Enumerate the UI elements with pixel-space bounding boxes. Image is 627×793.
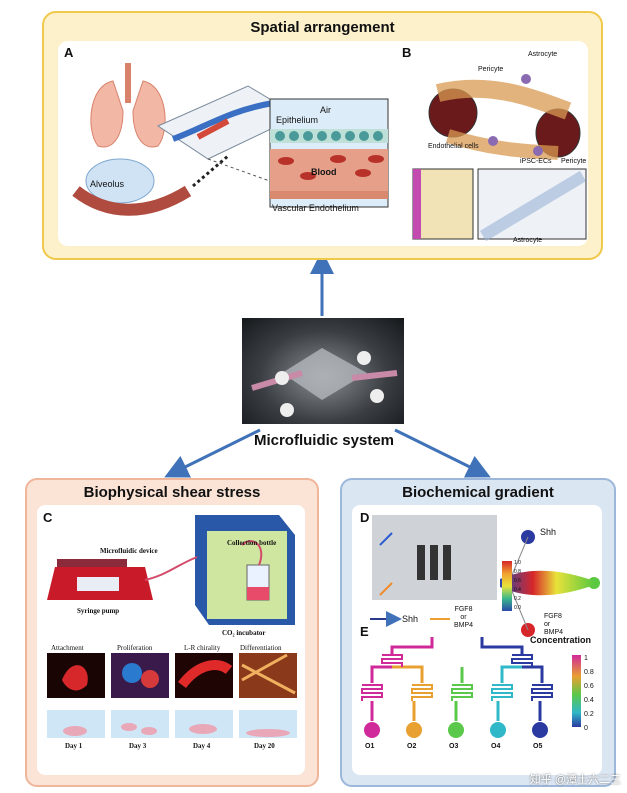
gradient-tree-network [370,637,544,721]
concentration-colorbar [572,655,581,727]
panel-c-letter: C [43,510,53,525]
fgf8-bmp4-right-label: FGF8 or BMP4 [544,613,563,637]
lung-left-icon [90,80,124,148]
blood-label: Blood [311,167,337,177]
panel-d-letter: D [360,510,370,525]
pericyte-label: Pericyte [478,66,504,73]
scale-e-0: 1 [584,655,588,662]
outlet-label-o2: O2 [407,743,417,750]
panel-b-letter: B [402,45,412,60]
shear-title: Biophysical shear stress [83,484,261,501]
day-3: Day 3 [129,742,147,750]
vessel-icon [72,185,192,216]
scale-d-4: 0.2 [514,596,521,602]
scale-d-2: 0.6 [514,578,521,584]
outlet-label-o3: O3 [449,743,459,750]
astrocyte-label-2: Astrocyte [513,237,543,244]
shear-stress-panel: Biophysical shear stress C [25,478,319,787]
gradient-fan [500,570,594,596]
gradient-inner: D [352,505,602,775]
syringe-pump-label: Syringe pump [77,607,120,615]
arrow-left [164,428,261,478]
shear-inner: C Microfluidic device [37,505,305,775]
shear-setup-illustration [47,515,297,738]
endothelial-cells-label: Endothelial cells [428,143,479,150]
vascular-endothelium-label: Vascular Endothelium [272,203,359,213]
shh-arrow-label: Shh [402,614,419,624]
microfluidic-device-label: Microfluidic device [100,547,158,555]
microfluidic-system-label: Microfluidic system [253,432,395,449]
spatial-inner: A [58,41,588,246]
fgf8-right-text: FGF8 [544,613,562,620]
shh-label: Shh [540,527,557,537]
stage-proliferation: Proliferation [117,644,153,652]
astrocyte-label: Astrocyte [528,51,558,58]
bmp4-right-text: BMP4 [544,629,564,636]
watermark: 知乎 @潭士六二三 [529,774,621,786]
scale-d-1: 0.8 [514,569,521,575]
bbb-micrograph-left [412,168,474,240]
colorbar-d-scale: 1.0 0.8 0.6 0.4 0.2 0.0 [514,559,521,613]
outlet-label-o1: O1 [365,743,375,750]
outlet-o3 [448,722,464,738]
outlet-o1 [364,722,380,738]
outlet-label-o5: O5 [533,743,543,750]
outlet-o5 [532,722,548,738]
scale-e-4: 0.2 [584,711,594,718]
scale-e-2: 0.6 [584,683,594,690]
outlet-o2 [406,722,422,738]
collection-bottle-label: Collection bottle [227,539,277,547]
scale-e-5: 0 [584,725,588,732]
day-20: Day 20 [254,742,275,750]
outlet-label-o4: O4 [491,743,501,750]
gradient-illustration [361,515,600,738]
scale-d-3: 0.4 [514,587,521,593]
arrow-right [394,428,491,478]
fgf8-bmp4-label: FGF8 or BMP4 [454,606,473,630]
concentration-scale: 1 0.8 0.6 0.4 0.2 0 [584,652,594,736]
concentration-label: Concentration [530,635,592,645]
panel-a-letter: A [64,45,74,60]
lung-chip-illustration [72,63,587,242]
incubator-label: CO₂ incubator [222,629,266,637]
bmp4-text: BMP4 [454,622,474,629]
scale-d-5: 0.0 [514,605,521,611]
or-right-text: or [544,621,551,628]
panel-e-letter: E [360,624,369,639]
scale-e-1: 0.8 [584,669,594,676]
spatial-title: Spatial arrangement [250,19,395,36]
gradient-colorbar-d [502,561,512,611]
air-label: Air [320,105,331,115]
or-text: or [460,614,467,621]
day-4: Day 4 [193,742,211,750]
alveolus-icon [85,158,155,204]
stage-attachment: Attachment [51,644,84,652]
gradient-panel: Biochemical gradient D [340,478,616,787]
stage-differentiation: Differentiation [240,644,282,652]
lung-right-icon [132,80,166,148]
epithelium-label: Epithelium [276,115,319,125]
scale-e-3: 0.4 [584,697,594,704]
scale-d-0: 1.0 [514,560,521,566]
spatial-arrangement-panel: Spatial arrangement A [42,11,603,260]
pericyte-label-2: Pericyte [561,158,587,165]
day-1: Day 1 [65,742,83,750]
microfluidic-device-photo [242,318,404,424]
ipsc-ecs-label: iPSC-ECs [520,158,552,165]
fgf8-text: FGF8 [454,606,473,613]
gradient-title: Biochemical gradient [402,484,554,501]
stage-chirality: L-R chirality [184,644,221,652]
outlet-o4 [490,722,506,738]
alveolus-label: Alveolus [90,179,125,189]
